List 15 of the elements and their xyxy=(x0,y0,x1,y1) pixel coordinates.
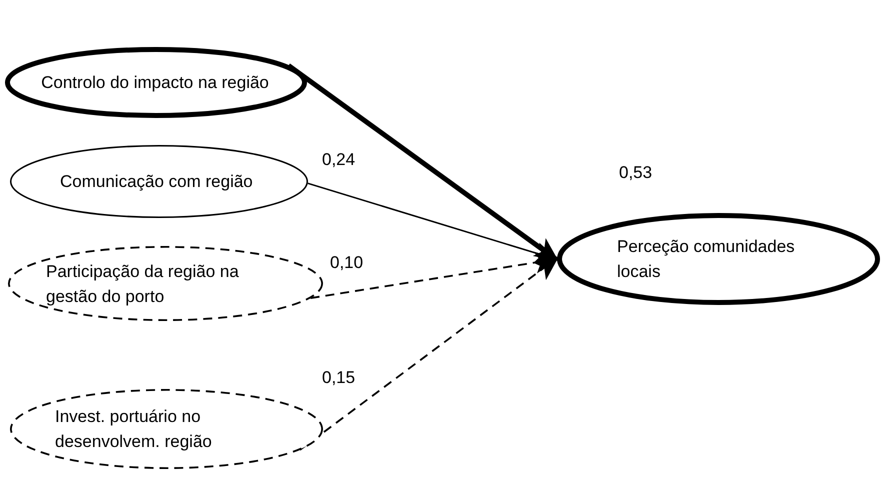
ellipse-node xyxy=(557,213,880,305)
ellipse-node xyxy=(8,246,323,321)
arrow xyxy=(287,63,559,262)
node-label: Perceção comunidades locais xyxy=(617,236,796,283)
path-coefficient: 0,15 xyxy=(322,368,356,388)
r-squared-value: 0,53 xyxy=(619,163,652,183)
node-label: Comunicação com região xyxy=(60,171,254,193)
path-coefficient: 0,24 xyxy=(322,150,356,170)
ellipse-node xyxy=(10,389,323,469)
ellipse-node xyxy=(5,47,307,118)
ellipse-node xyxy=(10,145,308,218)
node-label: Invest. portuário no desenvolvem. região xyxy=(55,406,213,453)
node-label: Participação da região na gestão do porto xyxy=(46,260,240,308)
node-label: Controlo do impacto na região xyxy=(40,72,270,94)
path-coefficient: 0,10 xyxy=(330,253,364,273)
